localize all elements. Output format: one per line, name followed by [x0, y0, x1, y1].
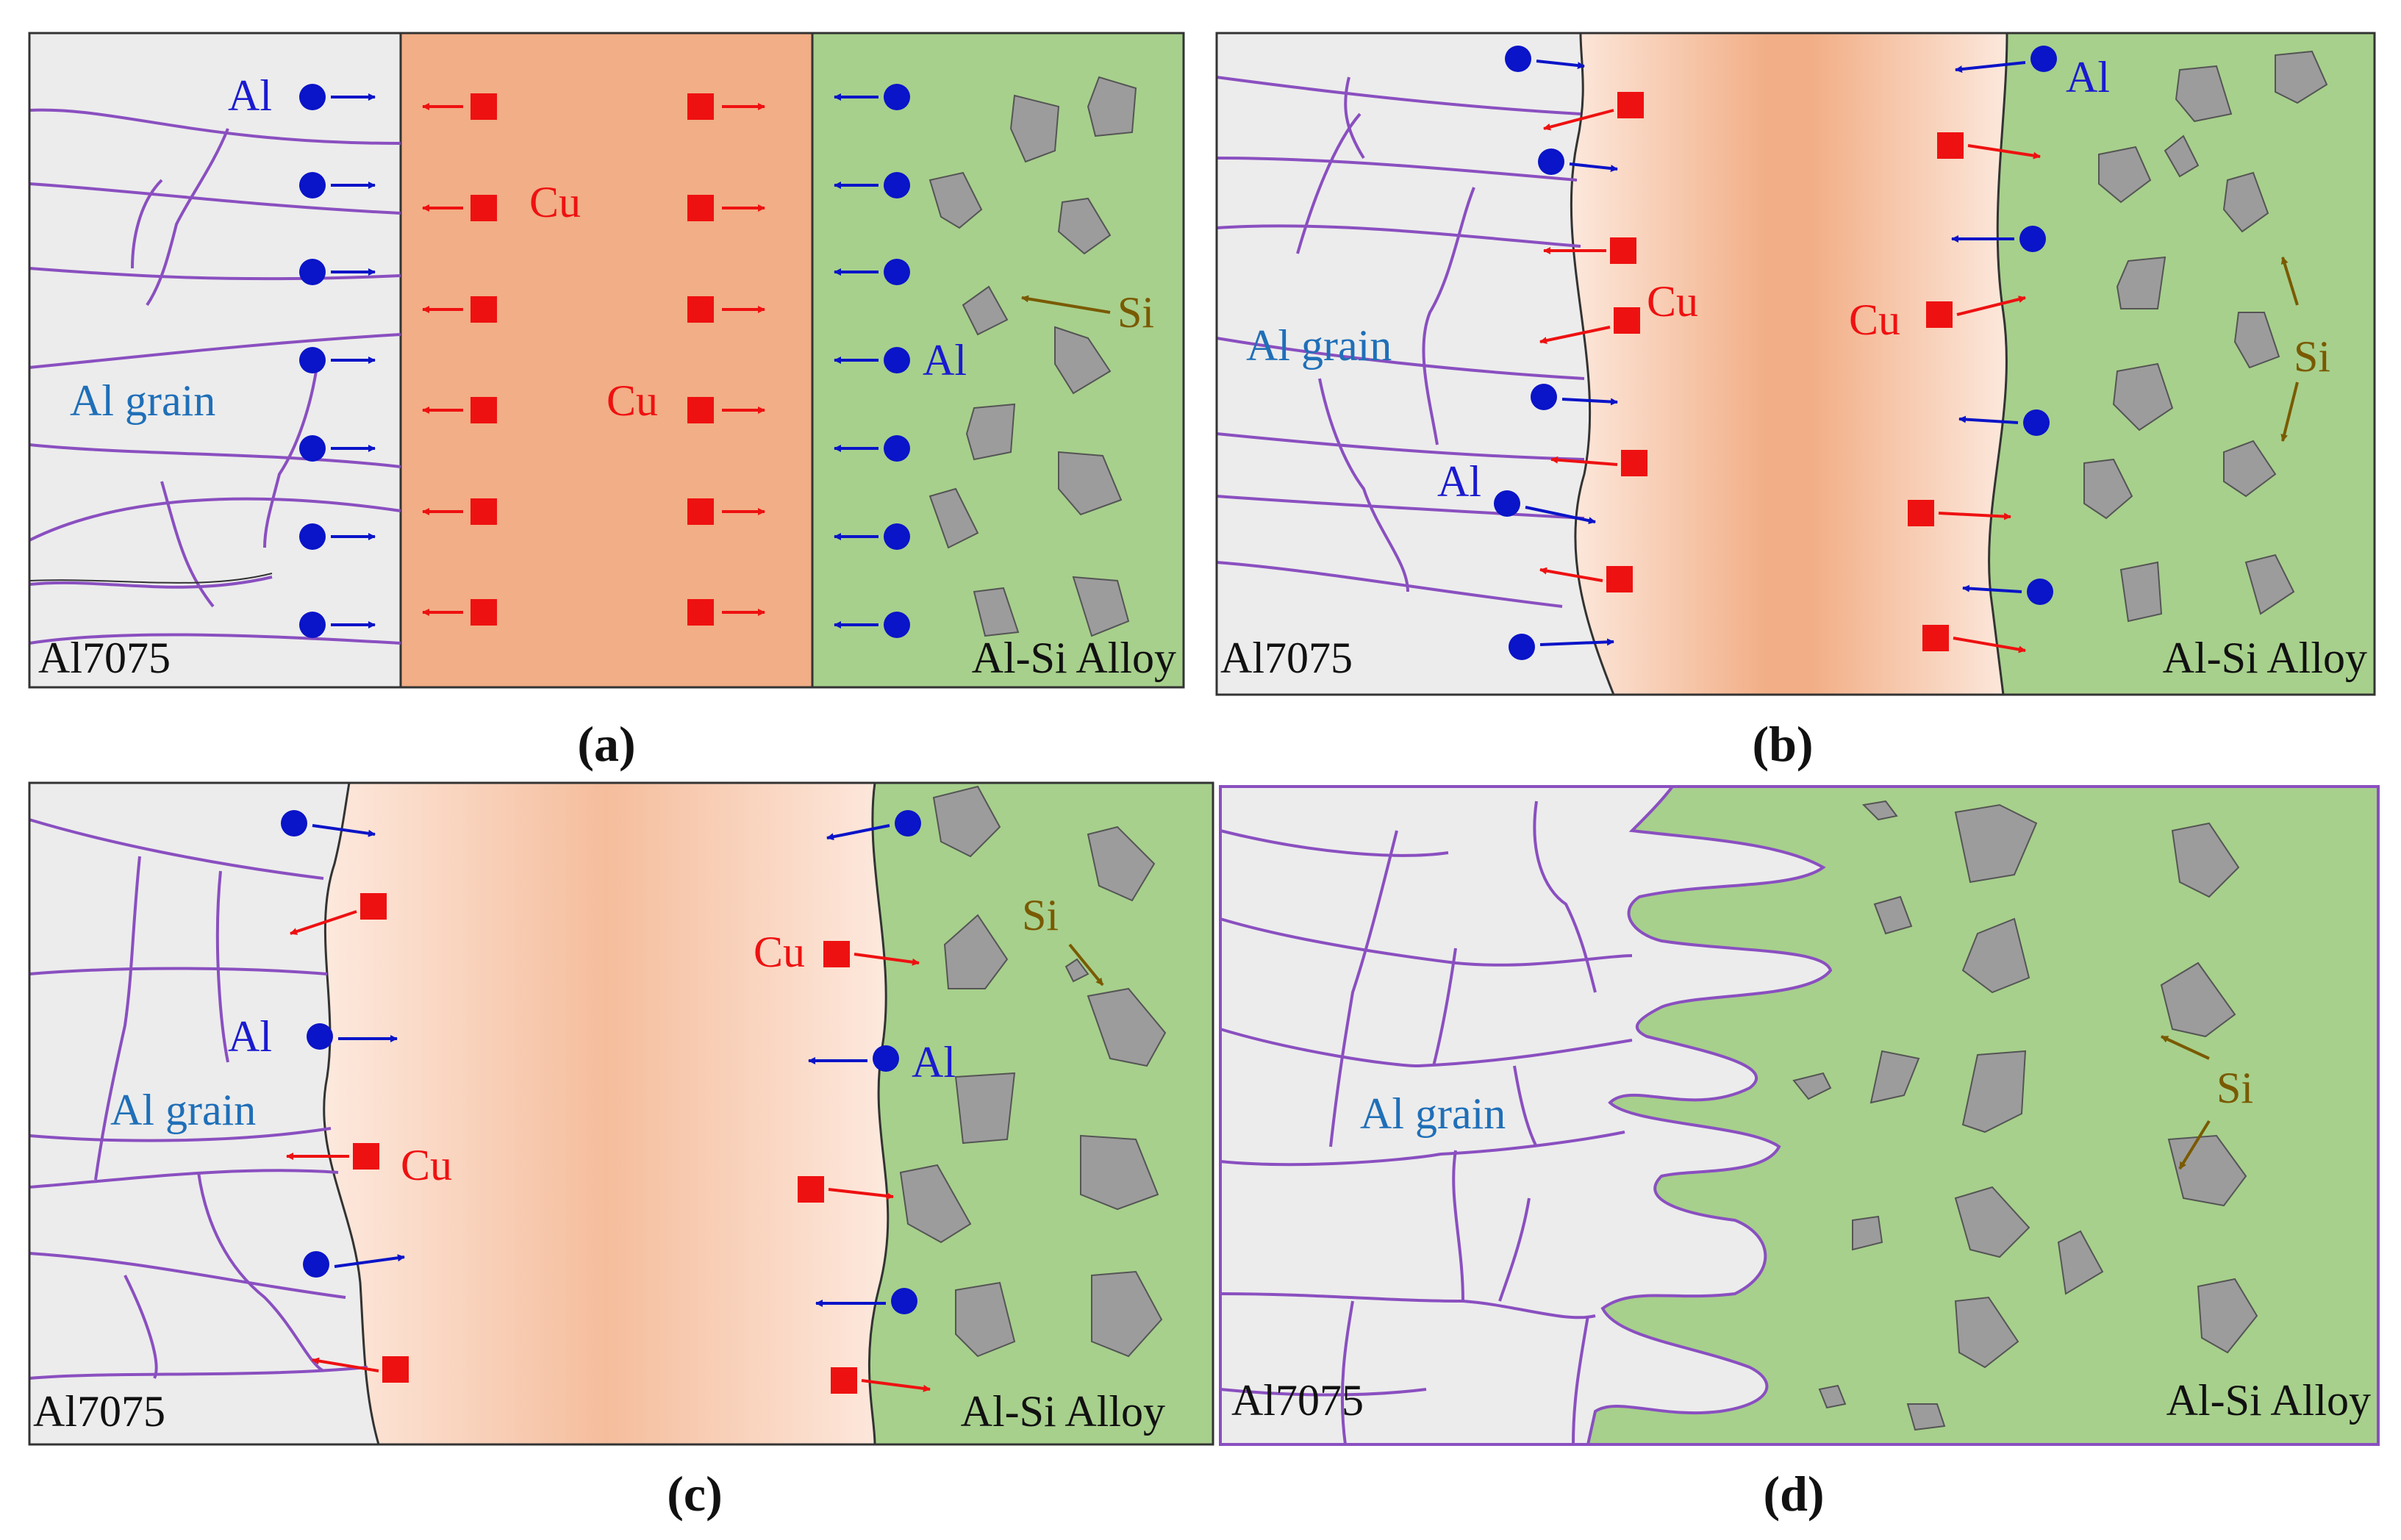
caption-a: (a)	[577, 716, 635, 772]
grain-boundaries	[29, 108, 401, 645]
al-grain-label: Al grain	[1360, 1089, 1506, 1138]
al-si-alloy-label: Al-Si Alloy	[972, 634, 1176, 682]
caption-c: (c)	[667, 1466, 722, 1522]
cu-interlayer	[401, 33, 812, 687]
al-label-top: Al	[228, 71, 272, 120]
cu-label-left: Cu	[529, 178, 581, 226]
si-pointer-arrow	[1021, 295, 1111, 314]
grain-boundaries	[1220, 801, 1633, 1445]
al7075-label: Al7075	[1220, 634, 1353, 682]
grain-boundaries	[1216, 76, 1585, 608]
si-label: Si	[2294, 332, 2330, 381]
cu-interlayer	[323, 783, 888, 1444]
si-pointer-arrow-down	[2280, 382, 2299, 442]
grain-boundaries	[29, 818, 368, 1380]
al-label-left: Al	[1437, 457, 1481, 506]
si-pointer-arrow-up	[2161, 1035, 2210, 1060]
cu-arrows	[1539, 109, 2041, 653]
al7075-label: Al7075	[38, 634, 171, 682]
si-particles	[2083, 50, 2328, 623]
cu-arrows	[422, 103, 765, 616]
si-label: Si	[1022, 891, 1059, 939]
caption-b: (b)	[1752, 716, 1813, 772]
panel-b: Al Al Cu Cu Si Al grain Al7075 Al-Si All…	[1215, 32, 2376, 696]
panel-a: Al Al Cu Cu Si Al grain Al7075 Al-Si All…	[28, 32, 1185, 689]
cu-label-left: Cu	[1647, 277, 1698, 326]
al-si-alloy-label: Al-Si Alloy	[2163, 634, 2367, 682]
al-si-region	[838, 783, 1213, 1444]
al-label-left: Al	[228, 1012, 272, 1061]
al-label-right: Al	[912, 1038, 956, 1086]
al-label-right: Al	[2066, 53, 2110, 101]
al7075-label: Al7075	[33, 1387, 165, 1436]
al-atoms	[281, 810, 921, 1314]
al-atoms	[1494, 46, 2057, 660]
si-particles	[899, 785, 1167, 1358]
cu-label-left: Cu	[401, 1141, 452, 1189]
cu-label-right: Cu	[606, 376, 658, 425]
caption-d: (d)	[1763, 1466, 1824, 1522]
cu-label-right: Cu	[1849, 296, 1900, 344]
cu-atoms	[470, 93, 714, 626]
si-label: Si	[1117, 288, 1154, 337]
cu-interlayer	[1571, 33, 2007, 695]
cu-label-right: Cu	[754, 928, 805, 976]
al-grain-label: Al grain	[1246, 321, 1392, 370]
al-si-alloy-label: Al-Si Alloy	[2166, 1376, 2371, 1425]
al-arrows	[312, 824, 890, 1307]
panel-d: Si Al grain Al7075 Al-Si Alloy	[1219, 785, 2380, 1446]
al-grain-label: Al grain	[110, 1086, 256, 1134]
si-particles	[928, 76, 1137, 637]
cu-atoms	[1606, 92, 1964, 651]
panel-c: Al Al Cu Cu Si Al grain Al7075 Al-Si All…	[28, 781, 1214, 1446]
cu-arrows	[286, 910, 931, 1392]
si-pointer-arrow	[1068, 943, 1104, 986]
al7075-region	[29, 783, 379, 1444]
al-arrows	[1525, 60, 2026, 646]
si-pointer-arrow-down	[2178, 1120, 2211, 1170]
al-label-right: Al	[923, 336, 967, 384]
al-arrows	[331, 93, 879, 628]
al7075-label: Al7075	[1231, 1376, 1364, 1425]
al-atoms	[299, 84, 910, 638]
al-grain-label: Al grain	[70, 376, 215, 425]
cu-atoms	[353, 893, 857, 1394]
si-particles	[1792, 800, 2258, 1431]
si-pointer-arrow-up	[2280, 257, 2299, 306]
al-si-alloy-label: Al-Si Alloy	[961, 1387, 1165, 1436]
si-label: Si	[2216, 1064, 2253, 1112]
